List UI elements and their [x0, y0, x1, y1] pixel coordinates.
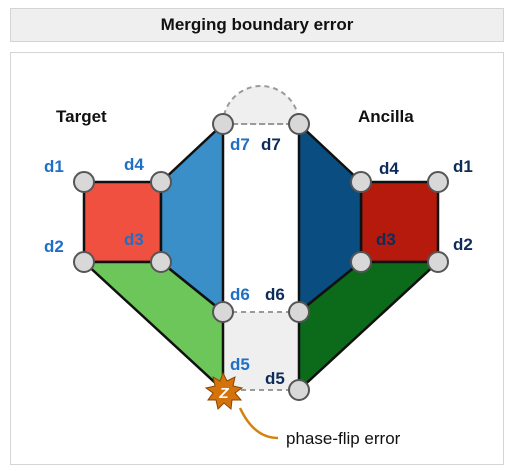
ancilla-darkred-plaquette [359, 180, 440, 264]
error-label: phase-flip error [286, 429, 401, 448]
label-ancilla-d2: d2 [453, 235, 473, 254]
error-callout-line [238, 407, 279, 440]
target-label: Target [56, 107, 107, 126]
ancilla-label: Ancilla [358, 107, 414, 126]
qubit-ancilla-d1 [427, 171, 449, 193]
target-qubits [73, 113, 234, 323]
qubit-ancilla-d3 [350, 251, 372, 273]
label-ancilla-d1: d1 [453, 157, 473, 176]
label-target-d2: d2 [44, 237, 64, 256]
qubit-target-d1 [73, 171, 95, 193]
label-target-d5: d5 [230, 355, 250, 374]
merge-region-bottom [223, 312, 299, 390]
label-ancilla-d6: d6 [265, 285, 285, 304]
label-ancilla-d5: d5 [265, 369, 285, 388]
qubit-target-d3 [150, 251, 172, 273]
diagram-title: Merging boundary error [160, 15, 354, 34]
label-ancilla-d7: d7 [261, 135, 281, 154]
label-target-d6: d6 [230, 285, 250, 304]
merge-region-top [221, 85, 301, 125]
label-target-d4: d4 [124, 155, 144, 174]
qubit-ancilla-d7 [288, 113, 310, 135]
error-glyph: Z [218, 385, 229, 402]
qubit-ancilla-d4 [350, 171, 372, 193]
error-star-icon [204, 371, 244, 410]
label-ancilla-d4: d4 [379, 159, 399, 178]
qubit-target-d4 [150, 171, 172, 193]
ancilla-qubits [288, 113, 449, 401]
label-target-d1: d1 [44, 157, 64, 176]
qubit-ancilla-d2 [427, 251, 449, 273]
qubit-ancilla-d6 [288, 301, 310, 323]
target-red-plaquette [82, 180, 163, 264]
label-target-d3: d3 [124, 230, 144, 249]
label-target-d7: d7 [230, 135, 250, 154]
title-bar: Merging boundary error [10, 8, 504, 42]
qubit-target-d6 [212, 301, 234, 323]
qubit-ancilla-d5 [288, 379, 310, 401]
qubit-target-d7 [212, 113, 234, 135]
qubit-target-d2 [73, 251, 95, 273]
label-ancilla-d3: d3 [376, 230, 396, 249]
